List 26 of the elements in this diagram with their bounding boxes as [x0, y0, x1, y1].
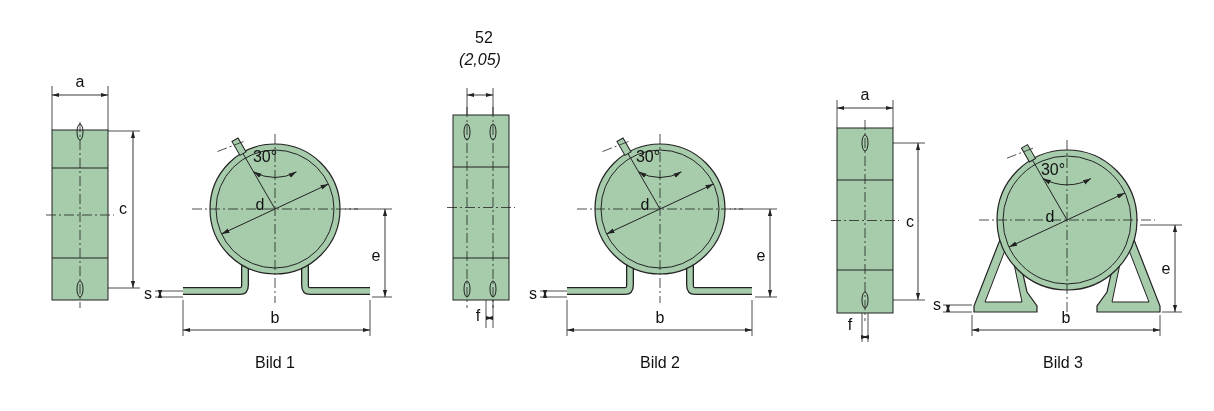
dimension-label: s [933, 297, 941, 313]
angle-label: 30° [1040, 162, 1066, 178]
dimension-label: b [270, 310, 280, 326]
figure-caption: Bild 1 [255, 355, 295, 371]
dimension-label: b [655, 310, 665, 326]
dimension-label: d [1045, 209, 1055, 225]
dimension-label: 52 [475, 30, 493, 46]
dimension-label: e [371, 248, 381, 264]
dimension-label: c [119, 201, 127, 217]
dimension-label: e [756, 248, 766, 264]
dimension-label: e [1161, 261, 1171, 277]
dimension-label: f [847, 317, 853, 333]
angle-label: 30° [635, 149, 661, 165]
angle-label: 30° [252, 149, 278, 165]
dimension-label: b [1061, 310, 1071, 326]
dimension-label: s [144, 286, 152, 302]
dimension-label: d [640, 197, 650, 213]
dimension-label: a [860, 87, 870, 103]
dimension-label: f [475, 308, 481, 324]
dimension-label: c [906, 214, 914, 230]
dimension-label: s [529, 286, 537, 302]
figure-caption: Bild 3 [1043, 355, 1083, 371]
dimension-label: d [255, 197, 265, 213]
dimension-label: a [75, 74, 85, 90]
dimension-label: (2,05) [459, 52, 501, 68]
figure-caption: Bild 2 [640, 355, 680, 371]
